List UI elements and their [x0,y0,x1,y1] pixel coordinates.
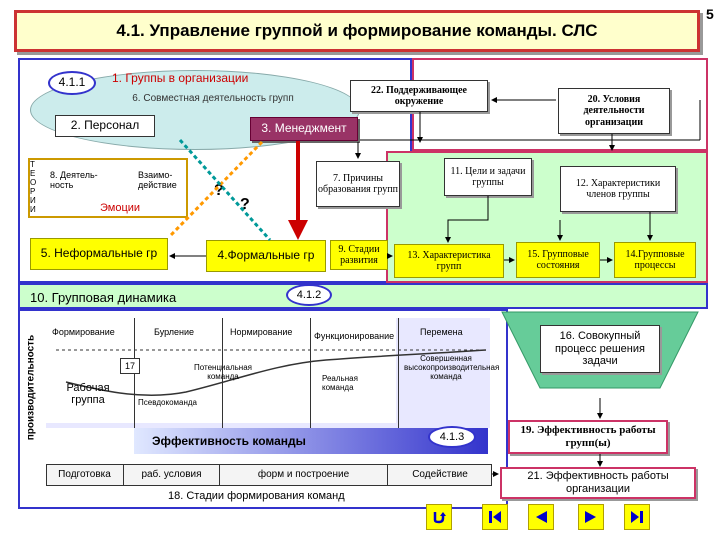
step-support: Содействие [412,469,468,481]
org-conditions-box: 20. Условия деятельности организации [558,88,670,134]
informal-groups-box: 5. Неформальные гр [30,238,168,270]
page-title: 4.1. Управление группой и формирование к… [14,10,700,52]
next-icon [585,511,596,523]
phase-forming: Формирование [52,327,115,337]
eff-groups-box: 19. Эффективность работы групп(ы) [508,420,668,454]
phase-divider-2 [222,318,223,432]
groups-in-org: 1. Группы в организации [112,71,249,85]
phase-divider-1 [134,318,135,432]
group-dynamics-label: 10. Групповая динамика [30,290,177,305]
phase-norming: Нормирование [230,327,293,337]
section-411: 4.1.1 [48,71,96,95]
nav-next-button[interactable] [578,504,604,530]
performance-curve [56,349,487,396]
personnel-box: 2. Персонал [55,115,155,137]
question-mark-1: ? [214,182,224,199]
group-processes-box: 14.Групповые процессы [614,242,696,278]
causes-box: 7. Причины образования групп [316,161,400,207]
phase-storming: Бурление [154,327,195,337]
stages-dev-box: 9. Стадии развития [330,240,388,270]
goals-box: 11. Цели и задачи группы [444,158,532,196]
teory-panel [28,158,188,218]
pseudo-team-label: Псевдокоманда [138,398,197,407]
step-formation: форм и построение [220,464,388,486]
phase-performing: Функционирование [314,331,395,341]
management-box: 3. Менеджмент [250,117,358,141]
emotions-label: Эмоции [100,202,141,214]
support-env-box: 22. Поддерживающее окружение [350,80,488,112]
phase-divider-3 [310,318,311,432]
prev-icon [536,511,547,523]
nav-last-button[interactable] [624,504,650,530]
group-chars-box: 13. Характеристика групп [394,244,504,278]
nav-return-button[interactable] [426,504,452,530]
real-team-label: Реальная команда [322,374,358,392]
eff-org-box: 21. Эффективность работы организации [500,467,696,499]
member-chars-box: 12. Характеристики членов группы [560,166,676,212]
question-mark-2: ? [240,196,250,213]
formal-groups-box: 4.Формальные гр [206,240,326,272]
orange-dotted-arrow [168,140,264,238]
total-process-box: 16. Совокупный процесс решения задачи [540,325,660,373]
box-17: 17 [120,358,140,374]
theory-letters: Т Е О Р И И [30,160,37,214]
interaction-label: Взаимо-действие [138,170,177,190]
step-preparation: Подготовка [46,464,124,486]
first-icon [489,511,501,523]
group-states-box: 15. Групповые состояния [516,242,600,278]
curve-line [65,349,487,396]
nav-first-button[interactable] [482,504,508,530]
phase-area-white [46,318,396,423]
section-413: 4.1.3 [428,426,476,448]
section-412: 4.1.2 [286,284,332,306]
activity-label: 8. Деятель-ность [50,170,98,190]
page-title-text: 4.1. Управление группой и формирование к… [116,21,598,41]
potential-team-label: Потенциальная команда [194,363,252,381]
steps-bar [46,464,492,486]
step-work-conditions: раб. условия [124,464,220,486]
work-group-label: Рабочая группа [66,382,110,406]
stages-formation-label: 18. Стадии формирования команд [168,490,345,502]
page-number: 5 [706,6,714,22]
team-effectiveness-label: Эффективность команды [152,434,306,448]
high-perf-team-label: Совершенная высокопроизводительная коман… [404,354,500,381]
return-icon [433,512,446,524]
group-dynamics-bar: 10. Групповая динамика [18,283,708,309]
arrow-goals-down [445,196,489,243]
teal-dotted-arrow [178,138,272,242]
joint-activity: 6. Совместная деятельность групп [132,93,294,104]
nav-prev-button[interactable] [528,504,554,530]
phase-divider-4 [398,318,399,432]
last-icon [631,511,643,523]
phase-change: Перемена [420,327,463,337]
